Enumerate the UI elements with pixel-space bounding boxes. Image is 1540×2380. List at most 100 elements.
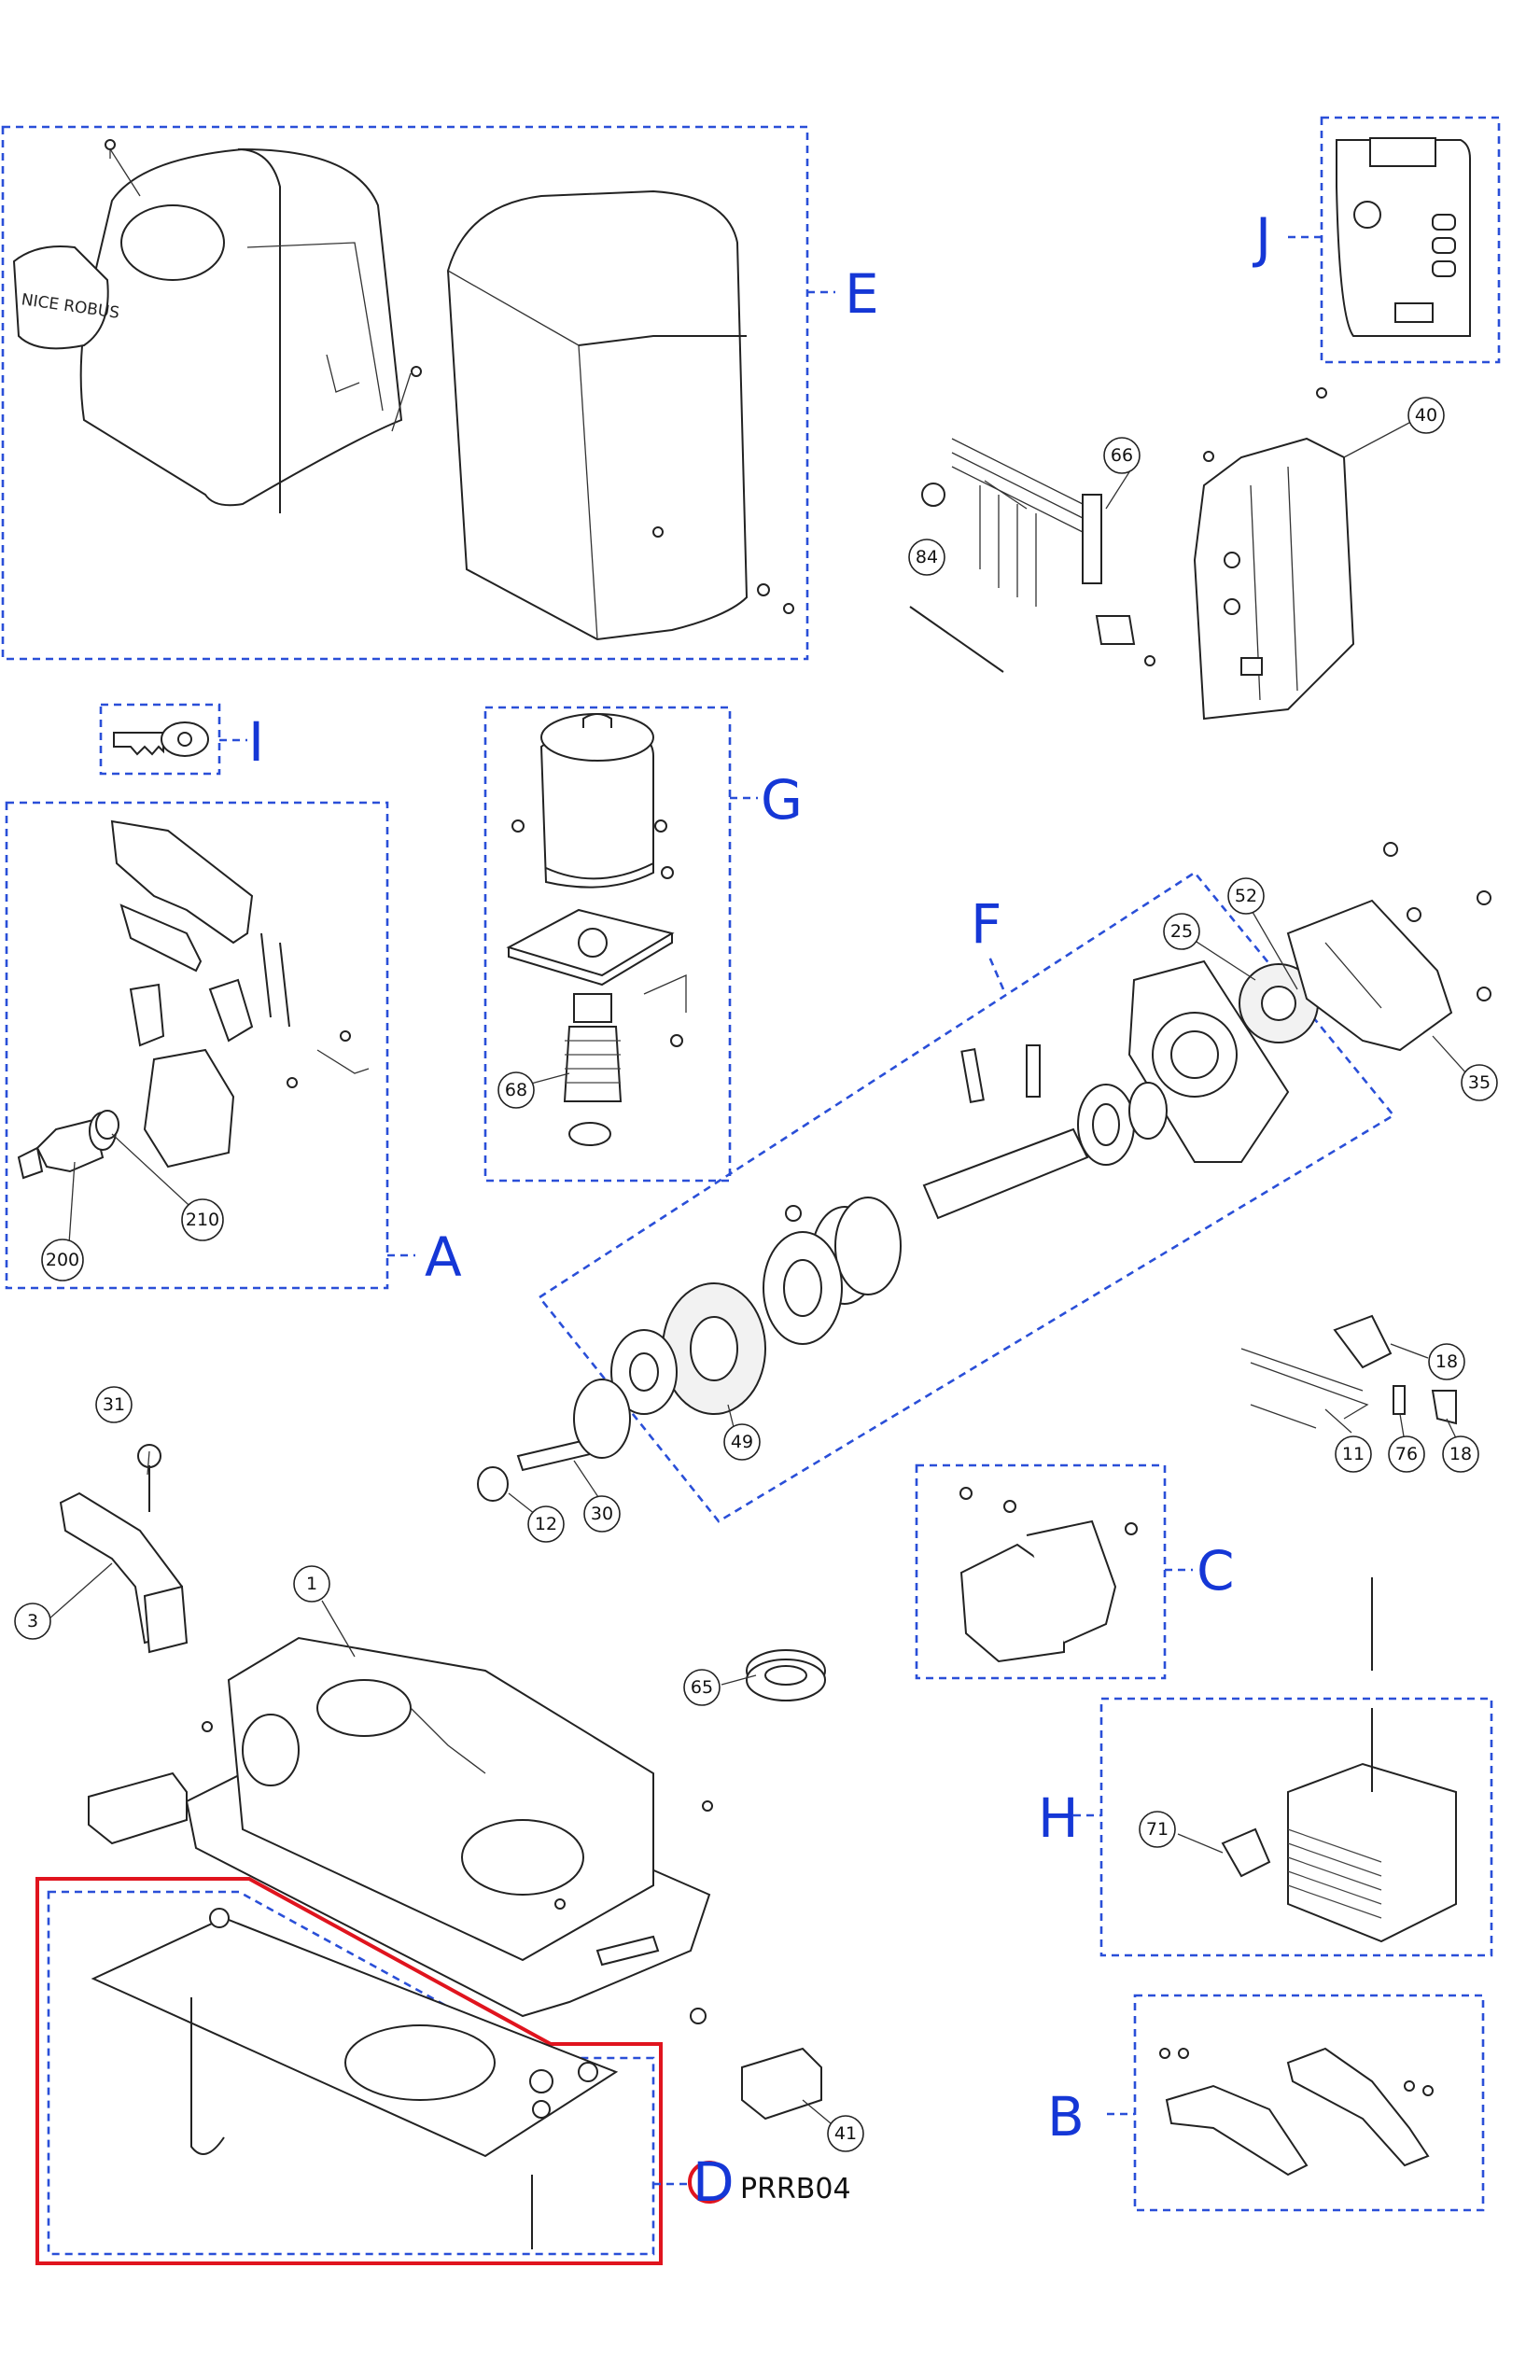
group-j-label: J	[1253, 206, 1271, 270]
group-c[interactable]: C	[915, 1463, 1235, 1680]
callout-210: 210	[181, 1198, 224, 1241]
gearbox-flange-part	[1127, 959, 1290, 1163]
group-f-box	[538, 871, 1395, 1523]
callout-52: 52	[1227, 877, 1265, 915]
group-c-box	[915, 1463, 1167, 1680]
svg-text:210: 210	[186, 1210, 219, 1230]
svg-text:40: 40	[1415, 405, 1437, 426]
callout-84: 84	[908, 539, 945, 576]
drive-pinion-part	[1239, 963, 1319, 1043]
callout-30: 30	[583, 1495, 621, 1533]
group-j[interactable]: J	[1253, 116, 1501, 364]
group-g-label: G	[761, 768, 803, 832]
worm-gear-part	[563, 993, 623, 1102]
group-d-highlight	[35, 1877, 663, 2265]
callout-1: 1	[293, 1565, 330, 1603]
callout-71: 71	[1139, 1811, 1176, 1848]
svg-text:35: 35	[1468, 1072, 1491, 1093]
svg-text:18: 18	[1449, 1444, 1472, 1464]
group-b-label: B	[1047, 2085, 1085, 2149]
svg-text:66: 66	[1111, 445, 1133, 466]
group-f[interactable]: F	[538, 871, 1395, 1523]
callout-18-bottom: 18	[1442, 1435, 1479, 1473]
callout-18-top: 18	[1428, 1343, 1465, 1380]
limit-switch-assembly	[1240, 1314, 1457, 1429]
group-h[interactable]: H	[1038, 1577, 1493, 1957]
group-c-label: C	[1197, 1539, 1235, 1603]
svg-text:84: 84	[916, 547, 938, 567]
group-b-box	[1133, 1994, 1485, 2212]
main-gear-part	[662, 1282, 766, 1415]
group-f-label: F	[971, 892, 1001, 956]
switch-board-part	[959, 1487, 1138, 1663]
outer-cover-part	[446, 189, 794, 641]
upper-cover-part: NICE ROBUS	[12, 139, 422, 513]
cable-gland-part	[746, 1649, 826, 1701]
callout-31: 31	[95, 1386, 133, 1423]
svg-text:76: 76	[1395, 1444, 1418, 1464]
callout-68: 68	[497, 1071, 535, 1109]
svg-text:30: 30	[591, 1504, 613, 1524]
group-g[interactable]: G	[483, 706, 803, 1183]
wire-harness-part	[921, 438, 1102, 607]
lock-body-part	[129, 978, 254, 1169]
release-lever-part	[110, 819, 254, 973]
motor-plate-part	[506, 908, 675, 987]
group-g-box	[483, 706, 732, 1183]
base-plate-part	[91, 1908, 619, 2249]
limit-bracket-part	[1159, 2047, 1434, 2177]
end-cap-part	[741, 2047, 822, 2121]
group-d-label: D	[693, 2150, 735, 2214]
svg-text:71: 71	[1146, 1819, 1169, 1840]
callout-49: 49	[723, 1423, 761, 1461]
group-d-marker	[688, 2161, 731, 2204]
group-i-label: I	[248, 710, 264, 774]
svg-text:49: 49	[731, 1432, 753, 1452]
control-bracket-assembly	[909, 387, 1355, 721]
group-a-label: A	[425, 1225, 462, 1289]
bearing-part	[1077, 1082, 1168, 1166]
svg-text:18: 18	[1435, 1351, 1458, 1372]
shaft-washer-part	[477, 1466, 509, 1502]
svg-text:65: 65	[691, 1677, 713, 1698]
group-h-label: H	[1038, 1786, 1079, 1850]
bracket-housing-part	[1193, 437, 1355, 721]
encoder-disc-part	[763, 1231, 843, 1345]
svg-text:68: 68	[505, 1080, 527, 1100]
callout-35: 35	[1461, 1064, 1498, 1101]
callout-11: 11	[1335, 1435, 1372, 1473]
control-board-part	[1336, 137, 1471, 337]
group-b[interactable]: B	[1047, 1994, 1485, 2212]
gear-bearing-part	[610, 1329, 678, 1415]
callout-40: 40	[1407, 397, 1445, 434]
group-j-box	[1320, 116, 1501, 364]
group-i-box	[99, 703, 221, 776]
callout-12: 12	[527, 1505, 565, 1543]
callout-66: 66	[1103, 437, 1141, 474]
cable-tie-part	[909, 606, 1004, 673]
lock-washer-part	[95, 1110, 119, 1140]
group-h-box	[1099, 1697, 1493, 1957]
group-e-label: E	[845, 262, 879, 326]
svg-text:52: 52	[1235, 886, 1257, 906]
group-d-box	[47, 1890, 655, 2256]
part-code-label: PRRB04	[740, 2173, 851, 2205]
group-e[interactable]: E NICE ROBUS	[1, 125, 879, 661]
side-cap-part	[88, 1771, 188, 1845]
svg-text:200: 200	[46, 1250, 79, 1270]
group-d[interactable]: D PRRB04	[35, 1877, 851, 2265]
callout-65: 65	[683, 1669, 721, 1706]
svg-text:3: 3	[27, 1611, 38, 1631]
group-a[interactable]: A	[5, 801, 462, 1290]
svg-text:31: 31	[103, 1394, 125, 1415]
callout-200: 200	[41, 1239, 84, 1281]
svg-text:11: 11	[1342, 1444, 1365, 1464]
key-part	[113, 721, 209, 757]
svg-text:41: 41	[834, 2123, 857, 2144]
release-handle-part	[59, 1491, 189, 1654]
callout-41: 41	[827, 2115, 864, 2152]
output-shaft-part	[922, 1044, 1089, 1220]
group-e-box	[1, 125, 809, 661]
group-i[interactable]: I	[99, 703, 264, 776]
